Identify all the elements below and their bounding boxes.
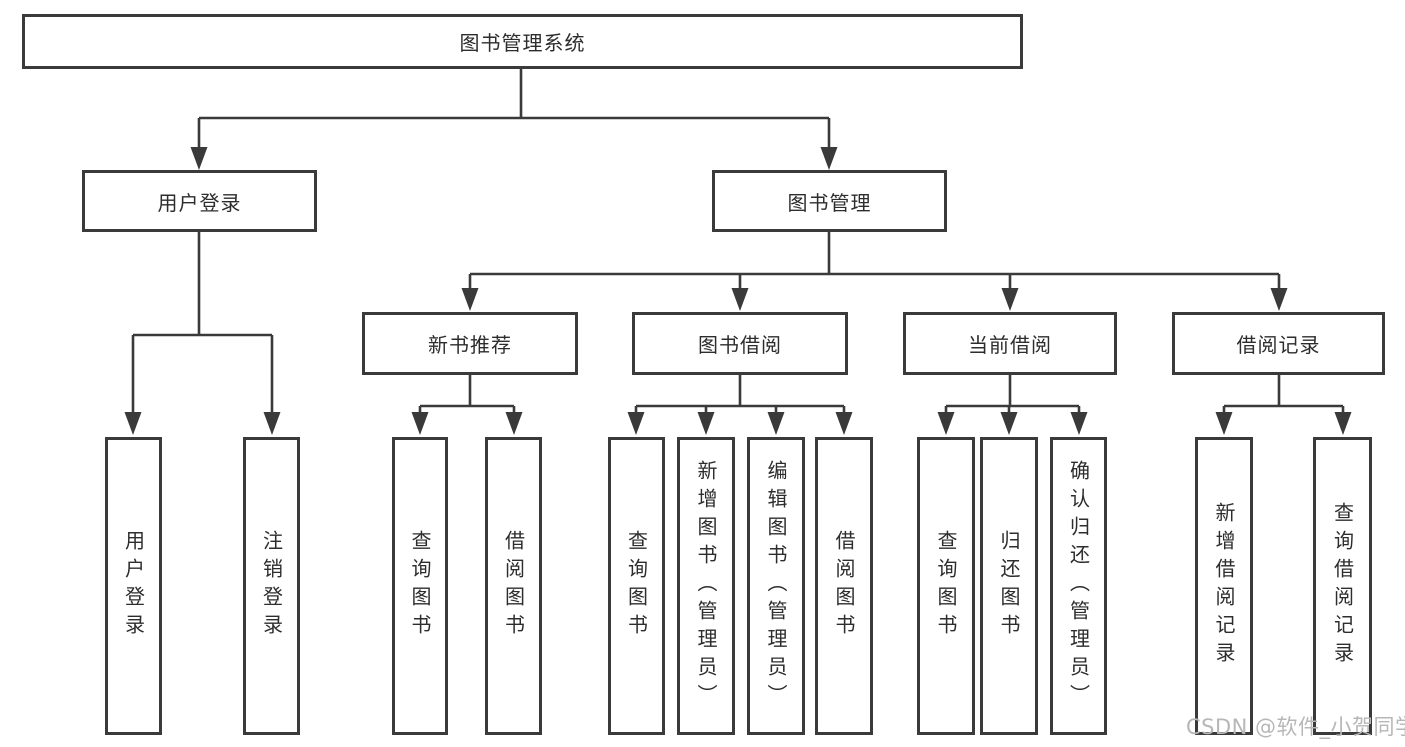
- node-label: 归还图书: [997, 530, 1021, 642]
- node-label: 图书借阅: [698, 333, 782, 357]
- leaf-add-borrow-record: 新增借阅记录: [1195, 437, 1253, 735]
- node-label: 查询图书: [408, 530, 432, 642]
- node-label: 确认归还（管理员）: [1066, 460, 1091, 712]
- node-new-book-recommend: 新书推荐: [362, 312, 578, 375]
- leaf-edit-books-admin: 编辑图书（管理员）: [747, 437, 805, 735]
- node-label: 图书管理: [787, 190, 872, 215]
- node-label: 图书管理系统: [459, 31, 586, 55]
- leaf-add-books-admin: 新增图书（管理员）: [677, 437, 735, 735]
- leaf-borrow-books-2: 借阅图书: [815, 437, 873, 735]
- node-book-borrow: 图书借阅: [632, 312, 848, 375]
- node-label: 新增图书（管理员）: [694, 460, 718, 712]
- leaf-logout: 注销登录: [243, 437, 300, 735]
- node-label: 用户登录: [157, 190, 242, 215]
- node-label: 查询借阅记录: [1330, 502, 1355, 670]
- node-label: 用户登录: [121, 530, 146, 642]
- node-user-login-branch: 用户登录: [82, 170, 317, 232]
- node-label: 当前借阅: [968, 333, 1052, 357]
- node-label: 借阅记录: [1236, 333, 1321, 357]
- leaf-borrow-books-1: 借阅图书: [485, 437, 542, 735]
- node-label: 查询图书: [934, 530, 958, 642]
- leaf-user-login: 用户登录: [105, 437, 162, 735]
- node-label: 查询图书: [624, 530, 649, 642]
- csdn-watermark: CSDN @软件_小贺同学: [1186, 715, 1405, 739]
- node-label: 新增借阅记录: [1212, 502, 1236, 670]
- leaf-query-books-2: 查询图书: [608, 437, 665, 735]
- node-label: 编辑图书（管理员）: [764, 460, 788, 712]
- node-label: 借阅图书: [832, 530, 856, 642]
- leaf-query-books-1: 查询图书: [392, 437, 448, 735]
- leaf-query-books-3: 查询图书: [917, 437, 975, 735]
- node-label: 注销登录: [259, 530, 284, 642]
- leaf-query-borrow-record: 查询借阅记录: [1313, 437, 1372, 735]
- node-borrow-records: 借阅记录: [1172, 312, 1385, 375]
- leaf-return-books: 归还图书: [980, 437, 1038, 735]
- leaf-confirm-return-admin: 确认归还（管理员）: [1050, 437, 1107, 735]
- node-book-management: 图书管理: [712, 170, 947, 232]
- node-label: 新书推荐: [428, 333, 512, 357]
- node-root-system: 图书管理系统: [22, 14, 1023, 69]
- node-current-borrow: 当前借阅: [903, 312, 1117, 375]
- node-label: 借阅图书: [501, 530, 526, 642]
